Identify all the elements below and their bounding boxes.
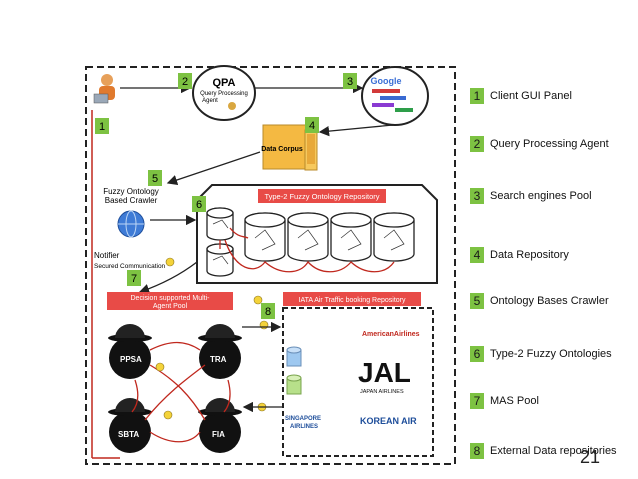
outer-frame bbox=[85, 66, 456, 465]
iata-box bbox=[282, 307, 434, 457]
crawler-line2: Based Crawler bbox=[105, 196, 158, 205]
legend-badge: 7 bbox=[470, 393, 484, 409]
secured-comm-label: Secured Communication bbox=[94, 263, 166, 270]
legend-item: 7 MAS Pool bbox=[470, 392, 539, 410]
legend-badge: 3 bbox=[470, 188, 484, 204]
mas-pool-title-bar bbox=[107, 292, 233, 310]
legend-badge: 4 bbox=[470, 247, 484, 263]
agent-fia-label: FIA bbox=[212, 430, 225, 439]
legend-label: Query Processing Agent bbox=[490, 138, 609, 150]
iata-databases bbox=[286, 346, 302, 395]
ontology-cylinders bbox=[206, 207, 415, 277]
agent-tra: TRA bbox=[198, 324, 242, 379]
legend-badge: 2 bbox=[470, 136, 484, 152]
legend-item: 2 Query Processing Agent bbox=[470, 135, 609, 153]
legend-label: MAS Pool bbox=[490, 395, 539, 407]
korean-air-logo: KOREAN AIR bbox=[360, 416, 417, 426]
legend-item: 8 External Data repositories bbox=[470, 442, 617, 460]
data-corpus-label: Data Corpus bbox=[261, 146, 303, 153]
repo-title: Type-2 Fuzzy Ontology Repository bbox=[264, 192, 379, 201]
agent-sbta: SBTA bbox=[108, 398, 152, 453]
svg-text:1: 1 bbox=[99, 121, 105, 133]
mas-pool-line2: Agent Pool bbox=[153, 303, 188, 310]
japan-airlines-text: JAPAN AIRLINES bbox=[360, 389, 404, 395]
legend-item: 4 Data Repository bbox=[470, 246, 569, 264]
legend-badge: 5 bbox=[470, 293, 484, 309]
iata-title: IATA Air Traffic booking Repository bbox=[299, 297, 406, 304]
qpa-sub2: Agent bbox=[202, 98, 218, 104]
svg-text:8: 8 bbox=[265, 306, 271, 318]
page-number: 21 bbox=[580, 447, 601, 467]
agent-ppsa-label: PPSA bbox=[120, 355, 142, 364]
legend-label: Ontology Bases Crawler bbox=[490, 295, 609, 307]
svg-text:6: 6 bbox=[196, 199, 202, 211]
notifier-label: Notifier bbox=[94, 251, 120, 260]
crawler-line1: Fuzzy Ontology bbox=[103, 187, 159, 196]
svg-text:7: 7 bbox=[131, 273, 137, 285]
american-airlines-logo: AmericanAirlines bbox=[362, 331, 420, 338]
jal-logo: JAL bbox=[358, 357, 411, 388]
data-corpus-folder: Data Corpus bbox=[261, 124, 318, 171]
qpa-sub1: Query Processing bbox=[200, 91, 248, 97]
legend-badge: 6 bbox=[470, 346, 484, 362]
svg-text:5: 5 bbox=[152, 173, 158, 185]
mas-pool-line1: Decision supported Multi- bbox=[131, 295, 211, 302]
legend-item: 5 Ontology Bases Crawler bbox=[470, 292, 609, 310]
legend-label: Type-2 Fuzzy Ontologies bbox=[490, 348, 612, 360]
qpa-node: QPA Query Processing Agent bbox=[192, 65, 256, 121]
svg-text:2: 2 bbox=[182, 76, 188, 88]
legend-item: 3 Search engines Pool bbox=[470, 187, 592, 205]
legend-badge: 8 bbox=[470, 443, 484, 459]
diagram-badges: 1 2 3 4 5 6 7 8 bbox=[95, 73, 357, 319]
svg-text:4: 4 bbox=[309, 120, 315, 132]
legend-label: Search engines Pool bbox=[490, 190, 592, 202]
iata-title-bar bbox=[283, 292, 421, 306]
singapore-logo-1: SINGAPORE bbox=[285, 416, 321, 422]
agent-sbta-label: SBTA bbox=[118, 430, 139, 439]
crawler-node: Fuzzy Ontology Based Crawler bbox=[103, 187, 159, 238]
search-engines-node: Google bbox=[361, 66, 429, 126]
legend-item: 6 Type-2 Fuzzy Ontologies bbox=[470, 345, 612, 363]
legend-badge: 1 bbox=[470, 88, 484, 104]
legend-label: Data Repository bbox=[490, 249, 569, 261]
singapore-logo-2: AIRLINES bbox=[290, 424, 318, 430]
legend-label: Client GUI Panel bbox=[490, 90, 572, 102]
google-logo: Google bbox=[371, 76, 402, 86]
legend-item: 1 Client GUI Panel bbox=[470, 87, 572, 105]
qpa-title: QPA bbox=[212, 77, 235, 89]
user-icon bbox=[93, 74, 115, 104]
agent-fia: FIA bbox=[198, 398, 242, 453]
agent-ppsa: PPSA bbox=[108, 324, 152, 379]
repo-title-bar bbox=[258, 189, 386, 203]
legend-label: External Data repositories bbox=[490, 445, 617, 457]
airline-logos: AmericanAirlines JAL JAPAN AIRLINES SING… bbox=[285, 331, 420, 430]
agent-tra-label: TRA bbox=[210, 355, 227, 364]
svg-text:3: 3 bbox=[347, 76, 353, 88]
